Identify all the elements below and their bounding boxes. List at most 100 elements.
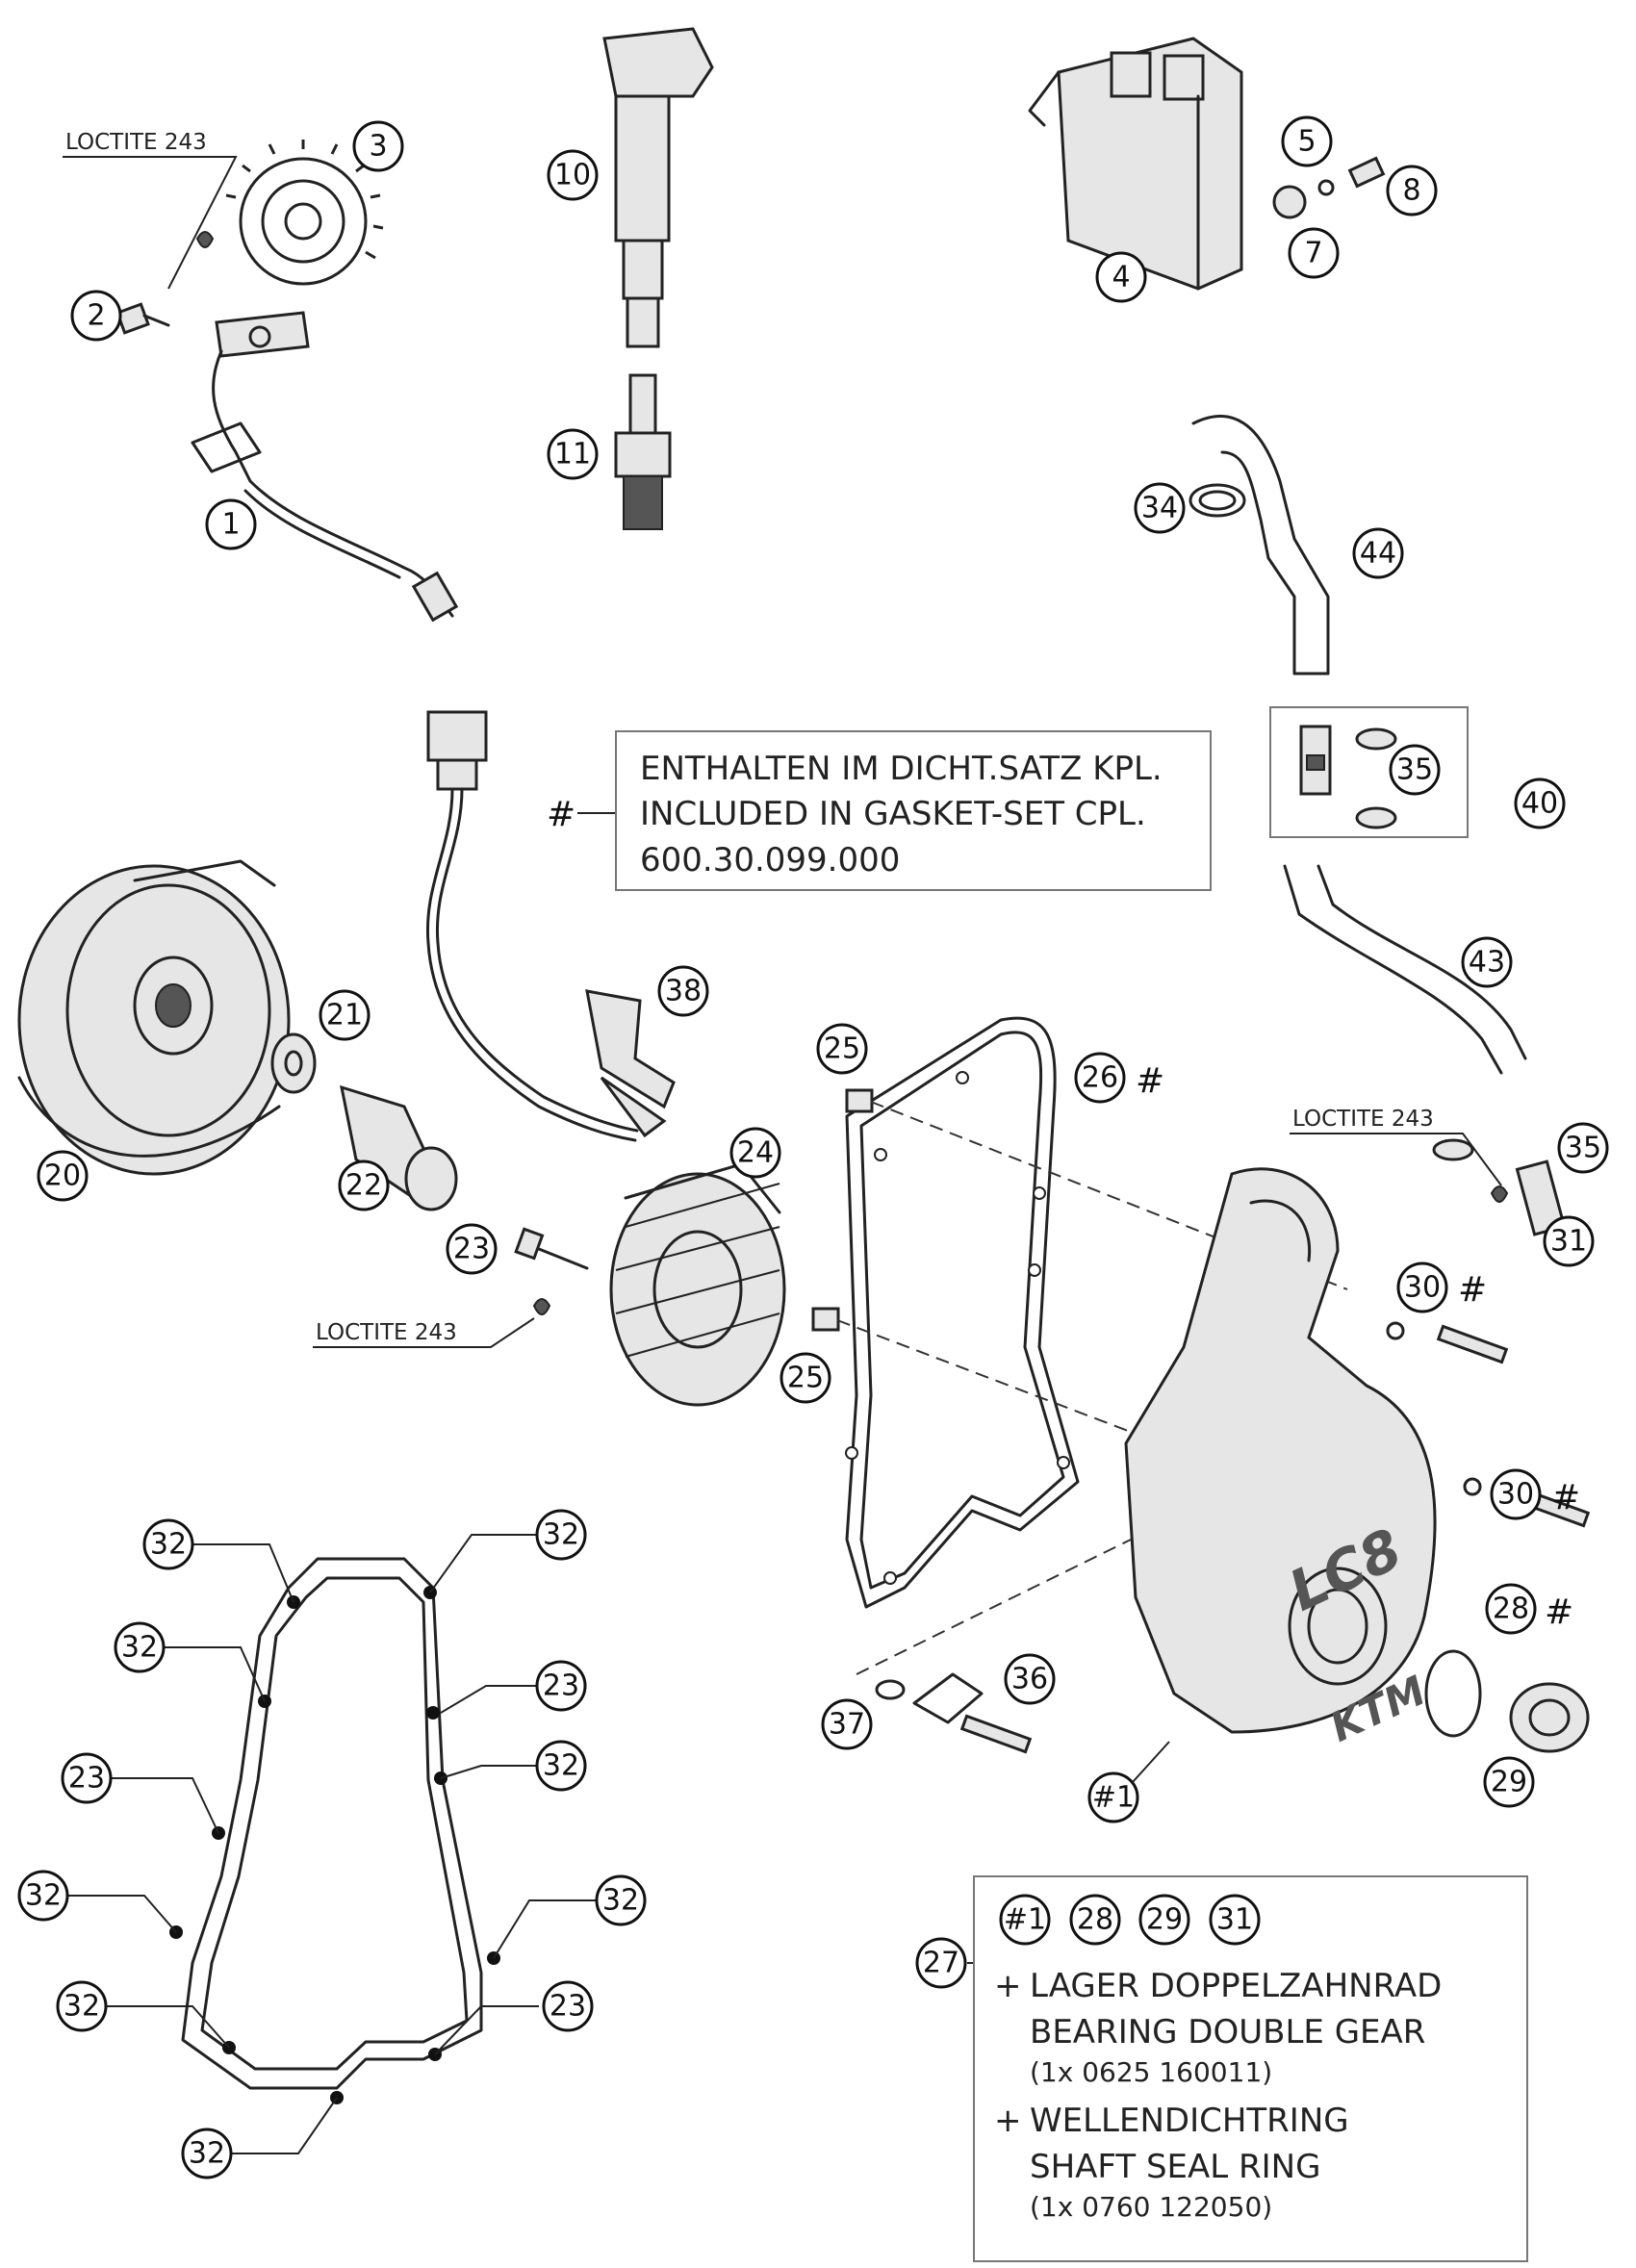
svg-text:27: 27 bbox=[923, 1947, 959, 1980]
breather-hose-43 bbox=[1283, 864, 1527, 1075]
ignition-coil bbox=[602, 27, 714, 348]
kit-ref-28: 28 bbox=[1069, 1894, 1121, 1946]
svg-text:#1: #1 bbox=[1092, 1781, 1135, 1815]
svg-text:8: 8 bbox=[1402, 174, 1420, 208]
svg-text:32: 32 bbox=[189, 2137, 225, 2171]
callout-21: 21 bbox=[319, 989, 371, 1041]
svg-text:24: 24 bbox=[737, 1136, 774, 1170]
callout-44: 44 bbox=[1352, 527, 1404, 579]
callout-40: 40 bbox=[1514, 777, 1566, 829]
svg-text:28: 28 bbox=[1077, 1903, 1113, 1937]
kit-ref-31: 31 bbox=[1209, 1894, 1261, 1946]
svg-text:25: 25 bbox=[824, 1032, 860, 1066]
spark-plug bbox=[614, 373, 672, 530]
callout-23d: 23 bbox=[542, 1980, 594, 2032]
svg-text:31: 31 bbox=[1550, 1225, 1587, 1259]
svg-text:32: 32 bbox=[25, 1879, 62, 1913]
loctite-drop bbox=[195, 231, 215, 248]
gasket-note-line3: 600.30.099.000 bbox=[640, 841, 900, 879]
callout-25b: 25 bbox=[780, 1352, 831, 1404]
svg-text:23: 23 bbox=[550, 1990, 586, 2024]
kit-ref-hash1: #1 bbox=[999, 1894, 1051, 1946]
svg-text:7: 7 bbox=[1304, 237, 1322, 270]
svg-text:32: 32 bbox=[121, 1631, 158, 1665]
svg-text:32: 32 bbox=[64, 1990, 100, 2024]
hash-30a: # bbox=[1458, 1270, 1487, 1310]
loctite-leader-31 bbox=[1290, 1133, 1502, 1186]
kit-ref-29: 29 bbox=[1138, 1894, 1190, 1946]
gasket-note-line2: INCLUDED IN GASKET-SET CPL. bbox=[640, 795, 1146, 833]
callout-10: 10 bbox=[547, 149, 599, 201]
svg-text:32: 32 bbox=[543, 1749, 579, 1783]
svg-text:32: 32 bbox=[150, 1528, 187, 1562]
svg-text:21: 21 bbox=[326, 999, 363, 1032]
svg-text:1: 1 bbox=[221, 508, 240, 542]
stator-bolt-23 bbox=[514, 1227, 589, 1270]
loctite-label-31: LOCTITE 243 bbox=[1292, 1107, 1434, 1132]
svg-text:25: 25 bbox=[787, 1362, 824, 1395]
ignition-cover-1: LC8 KTM bbox=[1124, 1167, 1437, 1751]
gasket-note-box bbox=[615, 730, 1212, 891]
callout-32g: 32 bbox=[56, 1980, 108, 2032]
callout-35b: 35 bbox=[1557, 1122, 1609, 1174]
breather-hose-44 bbox=[1191, 415, 1330, 675]
svg-text:29: 29 bbox=[1146, 1903, 1183, 1937]
flywheel-rotor-20 bbox=[17, 859, 291, 1176]
svg-text:32: 32 bbox=[602, 1884, 639, 1918]
hash-30b: # bbox=[1551, 1478, 1580, 1517]
kit-item2-de: WELLENDICHTRING bbox=[1030, 2102, 1349, 2140]
hash-26: # bbox=[1136, 1061, 1164, 1101]
svg-text:32: 32 bbox=[543, 1518, 579, 1552]
hash-28: # bbox=[1545, 1593, 1573, 1632]
callout-31: 31 bbox=[1543, 1215, 1595, 1267]
kit-item1-qty: (1x 0625 160011) bbox=[1030, 2056, 1272, 2088]
dowel-pins-25 bbox=[811, 1088, 874, 1332]
callout-4: 4 bbox=[1095, 251, 1147, 303]
washer-21 bbox=[270, 1032, 317, 1094]
svg-text:#1: #1 bbox=[1004, 1903, 1046, 1937]
svg-text:11: 11 bbox=[554, 438, 591, 471]
hose-clamp-34 bbox=[1189, 483, 1246, 518]
svg-text:23: 23 bbox=[68, 1762, 105, 1796]
callout-1: 1 bbox=[205, 498, 257, 550]
kit-note-box bbox=[973, 1875, 1528, 2262]
breather-valve-40 bbox=[1299, 725, 1397, 829]
kit-plus-1: + bbox=[994, 1967, 1022, 2005]
o-ring-28 bbox=[1424, 1649, 1482, 1738]
callout-23b: 23 bbox=[535, 1660, 587, 1712]
loctite-drop-31 bbox=[1490, 1185, 1509, 1203]
crank-sensor bbox=[191, 311, 459, 623]
svg-text:4: 4 bbox=[1112, 261, 1130, 294]
callout-24: 24 bbox=[729, 1127, 781, 1179]
callout-37: 37 bbox=[821, 1698, 873, 1750]
svg-text:5: 5 bbox=[1297, 125, 1316, 159]
callout-32f: 32 bbox=[595, 1874, 647, 1926]
callout-32b: 32 bbox=[535, 1509, 587, 1561]
loctite-leader-23 bbox=[313, 1317, 535, 1348]
callout-32d: 32 bbox=[535, 1740, 587, 1792]
clip-38 bbox=[585, 989, 676, 1109]
callout-23-stator: 23 bbox=[446, 1223, 498, 1275]
kit-item1-de: LAGER DOPPELZAHNRAD bbox=[1030, 1967, 1442, 2005]
callout-34: 34 bbox=[1134, 482, 1186, 534]
svg-text:23: 23 bbox=[453, 1233, 490, 1266]
kit-item2-en: SHAFT SEAL RING bbox=[1030, 2148, 1320, 2186]
callout-5: 5 bbox=[1281, 115, 1333, 167]
gasket-hash-mark: # bbox=[547, 795, 575, 834]
trigger-wheel bbox=[225, 140, 384, 286]
svg-text:3: 3 bbox=[369, 130, 387, 164]
callout-20: 20 bbox=[37, 1150, 89, 1202]
callout-27: 27 bbox=[915, 1937, 967, 1989]
svg-text:29: 29 bbox=[1491, 1766, 1527, 1799]
svg-text:28: 28 bbox=[1493, 1593, 1529, 1626]
svg-text:38: 38 bbox=[665, 975, 702, 1008]
callout-32c: 32 bbox=[114, 1621, 166, 1673]
callout-30a: 30 bbox=[1396, 1261, 1448, 1313]
svg-text:35: 35 bbox=[1396, 753, 1433, 787]
svg-text:37: 37 bbox=[829, 1708, 865, 1742]
svg-text:26: 26 bbox=[1082, 1061, 1118, 1095]
callout-26: 26 bbox=[1074, 1052, 1126, 1104]
ignition-control-unit bbox=[1028, 37, 1243, 291]
fastener-set-5-7-8 bbox=[1272, 156, 1386, 219]
